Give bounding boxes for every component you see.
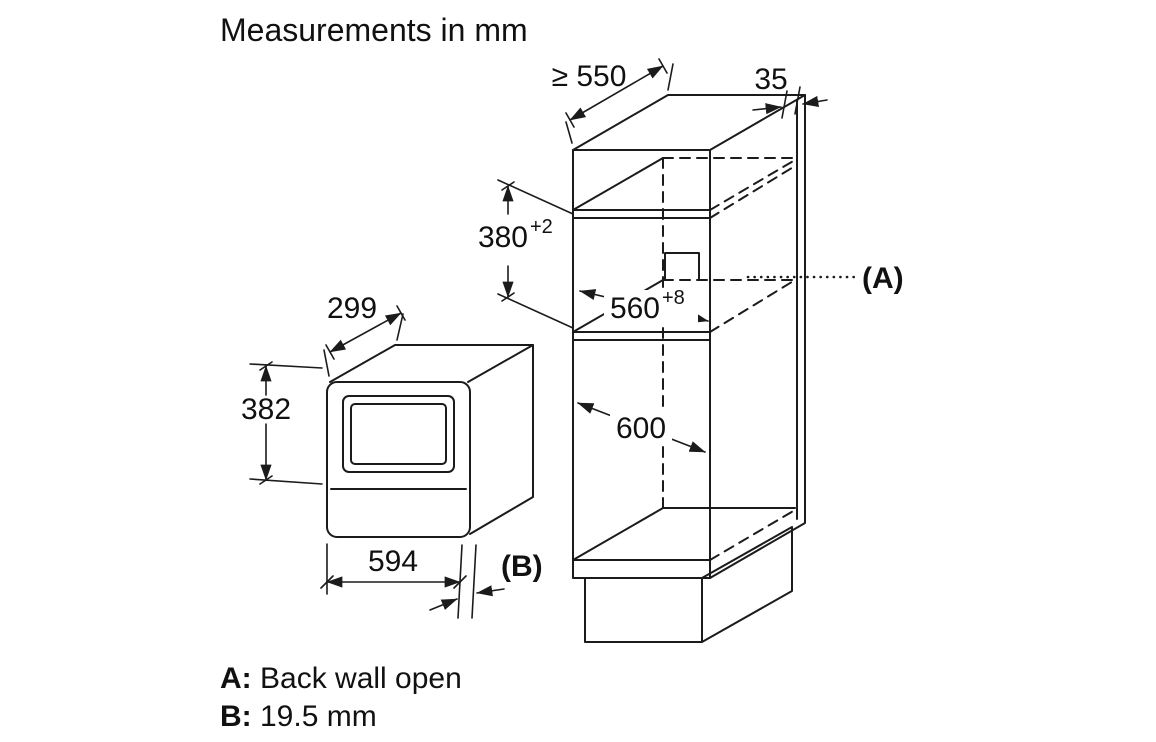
- dim-top-gap-arrow-left: [752, 103, 782, 115]
- legend-b-key: B:: [220, 700, 252, 733]
- dim-cabinet-width: 600: [577, 402, 706, 453]
- dim-oven-depth-line: [329, 312, 402, 353]
- dim-oven-depth-label: 299: [327, 292, 377, 325]
- cabinet-plinth: [584, 526, 793, 643]
- dim-niche-height-label: 380: [478, 221, 528, 254]
- page-title: Measurements in mm: [220, 12, 528, 48]
- cabinet-front-face: [572, 149, 711, 579]
- dim-oven-depth: 299: [323, 292, 406, 377]
- dim-oven-width: 594: [320, 543, 467, 595]
- dim-oven-height: 382: [241, 361, 323, 485]
- dim-top-gap-arrow-right: [802, 95, 828, 107]
- callout-b-plane-lines: [457, 544, 477, 619]
- cabinet-structure: [572, 94, 806, 643]
- dim-top-gap-label: 35: [754, 63, 787, 96]
- hidden-floor-edge: [709, 509, 796, 561]
- dim-top-depth-label: ≥ 550: [552, 60, 627, 93]
- hidden-shelf-edges-upper: [709, 159, 796, 219]
- oven-top-face: [329, 344, 534, 383]
- dim-oven-width-label: 594: [368, 545, 418, 578]
- callout-b-arrow-left: [429, 598, 458, 611]
- legend-b-text: 19.5 mm: [260, 700, 377, 733]
- legend-a-text: Back wall open: [260, 662, 462, 695]
- dim-niche-width: 560 +8: [579, 287, 709, 325]
- oven-structure: [326, 344, 534, 538]
- dim-oven-height-ticks: [259, 361, 273, 485]
- oven-door-window-inner: [350, 403, 447, 465]
- callout-a-label: (A): [862, 262, 904, 295]
- legend: A: Back wall open B: 19.5 mm: [220, 662, 462, 733]
- oven-door-window-outer: [342, 395, 455, 473]
- callout-b-label: (B): [501, 550, 543, 583]
- callout-b-arrow-right: [476, 585, 505, 597]
- cable-notch: [664, 252, 700, 281]
- dim-top-depth-line: [569, 65, 664, 121]
- cabinet-shelf-front-edges: [572, 209, 711, 561]
- dim-oven-depth-ticks: [325, 305, 406, 360]
- dim-niche-width-tolerance: +8: [662, 287, 685, 309]
- oven-front-face: [326, 381, 471, 538]
- dim-niche-height-tolerance: +2: [530, 216, 553, 238]
- callout-a: (A): [746, 262, 904, 295]
- dim-oven-height-label: 382: [241, 393, 291, 426]
- label-mask: [610, 412, 672, 444]
- cabinet-side-face: [709, 94, 806, 579]
- dim-niche-height-ticks: [501, 181, 515, 302]
- dim-top-depth-ticks: [565, 58, 674, 144]
- dim-top-depth: ≥ 550: [552, 58, 674, 144]
- dim-niche-height: 380 +2: [478, 179, 574, 329]
- oven-side-face: [469, 344, 534, 535]
- legend-a-key: A:: [220, 662, 252, 695]
- hidden-shelf-edge-mid: [709, 279, 796, 333]
- dim-niche-width-label: 560: [610, 292, 660, 325]
- label-mask: [604, 290, 698, 324]
- cabinet-top-face: [572, 94, 806, 151]
- dim-top-gap: 35: [752, 63, 828, 119]
- callout-b: (B): [429, 544, 543, 619]
- dim-top-gap-ticks: [781, 86, 801, 119]
- dim-niche-height-extensions: [497, 179, 574, 329]
- dim-cabinet-width-label: 600: [616, 412, 666, 445]
